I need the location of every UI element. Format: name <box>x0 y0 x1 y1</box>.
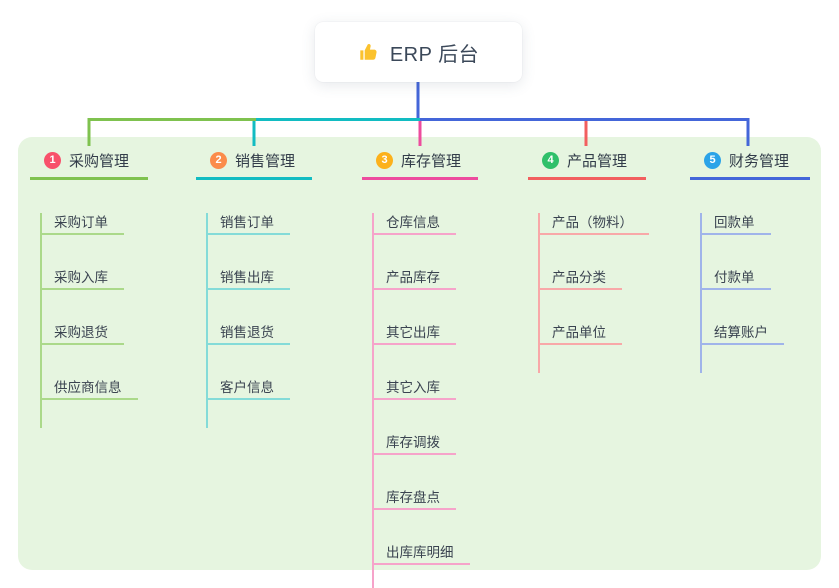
thumbs-up-icon <box>360 44 377 60</box>
branch-5: 5 财务管理 回款单付款单结算账户 <box>690 150 810 373</box>
branch-children-connector-line <box>700 213 702 373</box>
root-node-label: ERP 后台 <box>389 43 480 66</box>
child-node[interactable]: 回款单 <box>700 213 771 235</box>
child-node[interactable]: 销售订单 <box>206 213 290 235</box>
branch-children-connector-line <box>40 213 42 428</box>
branch-number-badge: 2 <box>210 151 227 169</box>
child-node[interactable]: 结算账户 <box>700 323 784 345</box>
branch-number-badge: 3 <box>376 151 393 169</box>
child-node[interactable]: 其它出库 <box>372 323 456 345</box>
branch-label: 销售管理 <box>235 152 296 170</box>
child-node[interactable]: 库存调拨 <box>372 433 456 455</box>
branch-label: 采购管理 <box>69 152 130 170</box>
branch-1: 1 采购管理 采购订单采购入库采购退货供应商信息 <box>30 150 148 428</box>
branch-title[interactable]: 2 销售管理 <box>196 150 312 180</box>
child-node[interactable]: 采购退货 <box>40 323 124 345</box>
branch-title[interactable]: 5 财务管理 <box>690 150 810 180</box>
child-node[interactable]: 采购订单 <box>40 213 124 235</box>
branch-number-badge: 1 <box>44 151 61 169</box>
branch-4: 4 产品管理 产品（物料） 产品分类产品单位 <box>528 150 649 373</box>
branch-children: 回款单付款单结算账户 <box>690 213 810 373</box>
branch-children: 销售订单销售出库销售退货客户信息 <box>196 213 312 428</box>
branch-children: 仓库信息产品库存其它出库其它入库库存调拨库存盘点出库库明细 <box>362 213 478 588</box>
branch-children-connector-line <box>538 213 540 373</box>
branch-children-connector-line <box>206 213 208 428</box>
mindmap-canvas-background <box>18 137 821 570</box>
branch-2: 2 销售管理 销售订单销售出库销售退货客户信息 <box>196 150 312 428</box>
branch-children: 采购订单采购入库采购退货供应商信息 <box>30 213 148 428</box>
child-node[interactable]: 供应商信息 <box>40 378 138 400</box>
branch-label: 产品管理 <box>567 152 628 170</box>
branch-title[interactable]: 4 产品管理 <box>528 150 646 180</box>
child-node[interactable]: 产品分类 <box>538 268 622 290</box>
branch-label: 库存管理 <box>401 152 462 170</box>
child-node[interactable]: 销售出库 <box>206 268 290 290</box>
branch-title[interactable]: 3 库存管理 <box>362 150 478 180</box>
branch-children: 产品（物料） 产品分类产品单位 <box>528 213 649 373</box>
branch-number-badge: 4 <box>542 151 559 169</box>
child-node[interactable]: 其它入库 <box>372 378 456 400</box>
child-node[interactable]: 付款单 <box>700 268 771 290</box>
child-node[interactable]: 产品（物料） <box>538 213 649 235</box>
child-node[interactable]: 采购入库 <box>40 268 124 290</box>
child-node[interactable]: 仓库信息 <box>372 213 456 235</box>
root-node-erp-backend[interactable]: ERP 后台 <box>315 22 522 82</box>
child-node[interactable]: 客户信息 <box>206 378 290 400</box>
branch-3: 3 库存管理 仓库信息产品库存其它出库其它入库库存调拨库存盘点出库库明细 <box>362 150 478 588</box>
child-node[interactable]: 销售退货 <box>206 323 290 345</box>
branch-number-badge: 5 <box>704 151 721 169</box>
branch-label: 财务管理 <box>729 152 790 170</box>
child-node[interactable]: 产品单位 <box>538 323 622 345</box>
branch-title[interactable]: 1 采购管理 <box>30 150 148 180</box>
child-node[interactable]: 库存盘点 <box>372 488 456 510</box>
child-node[interactable]: 产品库存 <box>372 268 456 290</box>
child-node[interactable]: 出库库明细 <box>372 543 470 565</box>
branch-children-connector-line <box>372 213 374 588</box>
